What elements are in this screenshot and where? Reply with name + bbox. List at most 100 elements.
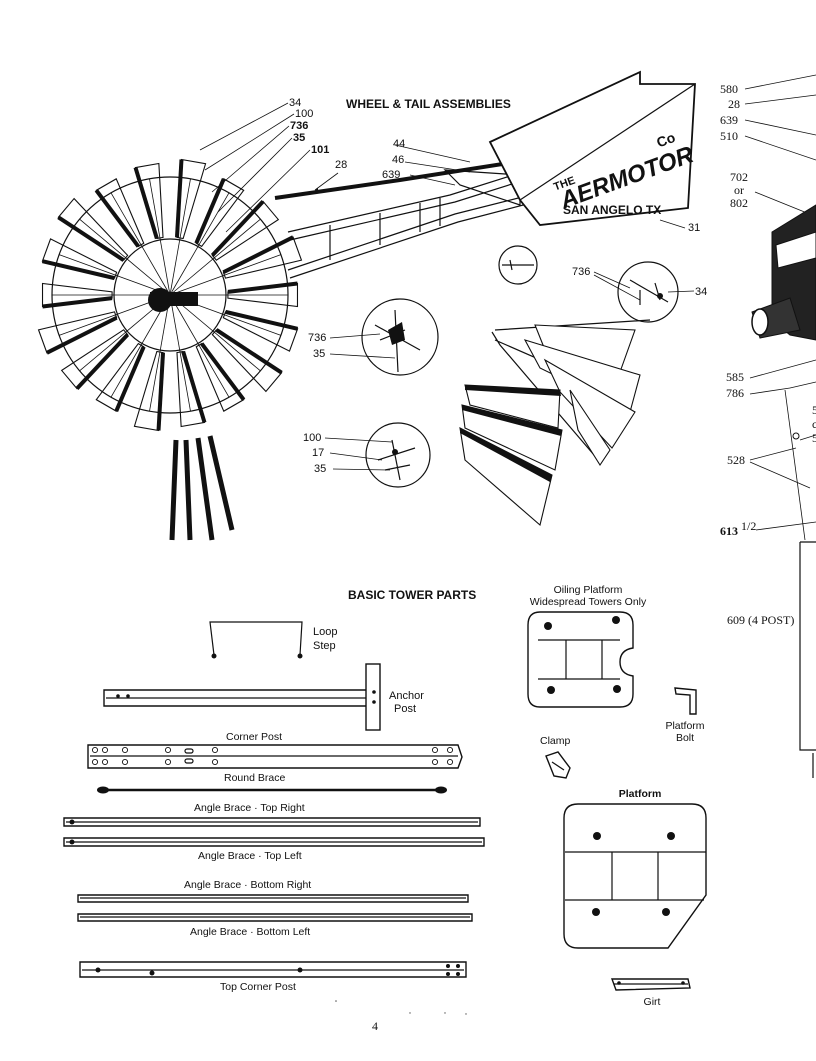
detail-mid: 736 35 (308, 298, 439, 376)
callout-28: 28 (335, 159, 347, 171)
page-specks (335, 1000, 467, 1015)
callout-639: 639 (382, 169, 400, 181)
callout-613: 613 (720, 524, 738, 538)
callout-17-lower: 17 (312, 447, 324, 459)
angle-brace-bottom-left-label: Angle Brace · Bottom Left (190, 926, 310, 938)
tail-assembly: THE AERMOTOR Co SAN ANGELO TX 44 46 639 … (274, 70, 700, 279)
callout-46: 46 (392, 154, 404, 166)
callout-28-right: 28 (728, 97, 740, 111)
angle-brace-bottom-right-label: Angle Brace · Bottom Right (184, 879, 311, 891)
callout-736: 736 (290, 120, 308, 132)
exploded-blade-section (459, 319, 651, 527)
wheel-spoke (169, 294, 230, 398)
leader-28 (314, 172, 339, 191)
detail-upper-right: 736 34 (572, 261, 707, 323)
oiling-platform-part: Oiling Platform Widespread Towers Only (527, 584, 647, 708)
callout-31: 31 (688, 222, 700, 234)
gearbox-section: 580 28 639 510 702 or 802 585 786 5 c 5 … (720, 74, 816, 778)
brand-mark: Co (654, 129, 677, 150)
anchor-post-part: Anchor Post (103, 663, 424, 731)
wheel-shaft (150, 292, 198, 306)
wheel-blade-edge (227, 281, 298, 294)
loop-step-label-1: Loop (313, 626, 337, 638)
corner-post-label: Corner Post (226, 731, 282, 743)
corner-post-hole (91, 758, 99, 766)
tail-boom-struts (329, 198, 441, 260)
callout-or: or (734, 183, 744, 197)
callout-802: 802 (730, 196, 748, 210)
angle-brace-top-parts: Angle Brace · Top Right Angle Brace · To… (63, 802, 485, 862)
platform-bolt-label-2: Bolt (676, 732, 694, 744)
wheel-blade-edge (174, 159, 184, 238)
wheel-spoke (110, 192, 171, 296)
corner-post-hole (211, 758, 219, 766)
callout-736-detail: 736 (572, 266, 590, 278)
wheel-blade-edge (46, 315, 118, 355)
corner-post-hole (164, 746, 172, 754)
clamp-label: Clamp (540, 735, 571, 747)
loop-step-part: Loop Step (209, 621, 337, 659)
round-brace-label: Round Brace (224, 772, 285, 784)
heading-wheel-tail: WHEEL & TAIL ASSEMBLIES (346, 97, 511, 111)
girt-part: Girt (611, 978, 691, 1008)
corner-post-hole (101, 746, 109, 754)
corner-post-hole (164, 758, 172, 766)
wheel-spoke (169, 294, 261, 372)
top-corner-post-part: Top Corner Post (79, 961, 467, 993)
corner-post-hole (101, 758, 109, 766)
angle-brace-bottom-parts: Angle Brace · Bottom Right Angle Brace ·… (77, 879, 473, 938)
platform-bolt-label-1: Platform (665, 720, 704, 732)
wheel-blade-edge (57, 215, 125, 262)
wheel-spokes (52, 178, 288, 412)
corner-post-hole (121, 758, 129, 766)
wheel-blade-edge (41, 259, 115, 281)
callout-100-lower: 100 (303, 432, 321, 444)
wheel-blade-edge (156, 352, 166, 431)
tail-vane-diagonal (519, 83, 696, 201)
wheel-blade-edge (222, 235, 294, 275)
wheel-blade-edge (181, 350, 207, 423)
windmill-wheel (37, 158, 303, 541)
anchor-post-label-2: Post (394, 703, 416, 715)
corner-post-hole (91, 746, 99, 754)
wheel-blade-edge (94, 189, 140, 248)
wheel-blade-edge (42, 296, 113, 309)
platform-bolt-part: Platform Bolt (665, 687, 705, 744)
wheel-spoke (169, 192, 230, 296)
callout-34-detail: 34 (695, 286, 707, 298)
leader-31 (659, 219, 686, 229)
callout-35-mid: 35 (313, 348, 325, 360)
glyph-5-a: 5 (812, 403, 816, 417)
wheel-blades (37, 158, 303, 432)
corner-post-hole (431, 758, 439, 766)
platform-part: Platform (563, 788, 707, 949)
tail-boom-lower-2 (289, 197, 551, 279)
wheel-spoke (110, 294, 171, 398)
corner-post-hole (211, 746, 219, 754)
tail-leader-lines (394, 144, 471, 186)
wheel-blade-edge (133, 167, 159, 240)
wheel-blade-edge (114, 345, 146, 412)
top-corner-post-label: Top Corner Post (220, 981, 296, 993)
anchor-post-label-1: Anchor (389, 690, 424, 702)
callout-44: 44 (393, 138, 405, 150)
wheel-spoke (169, 254, 282, 296)
callout-580: 580 (720, 82, 738, 96)
callout-101: 101 (311, 144, 329, 156)
wheel-spoke (169, 218, 261, 296)
wheel-spoke (149, 294, 171, 412)
callout-34: 34 (289, 97, 301, 109)
wheel-spoke (169, 294, 191, 412)
platform-label: Platform (619, 788, 662, 800)
tower-legs (169, 435, 235, 541)
corner-post-hole (446, 758, 454, 766)
wheel-leader-lines (199, 102, 311, 233)
corner-post-holes (91, 746, 454, 766)
wheel-spoke (79, 218, 171, 296)
corner-post-hole (431, 746, 439, 754)
brand-city: SAN ANGELO TX (563, 203, 661, 217)
tail-bracket (443, 169, 521, 206)
glyph-c: c (812, 417, 816, 431)
